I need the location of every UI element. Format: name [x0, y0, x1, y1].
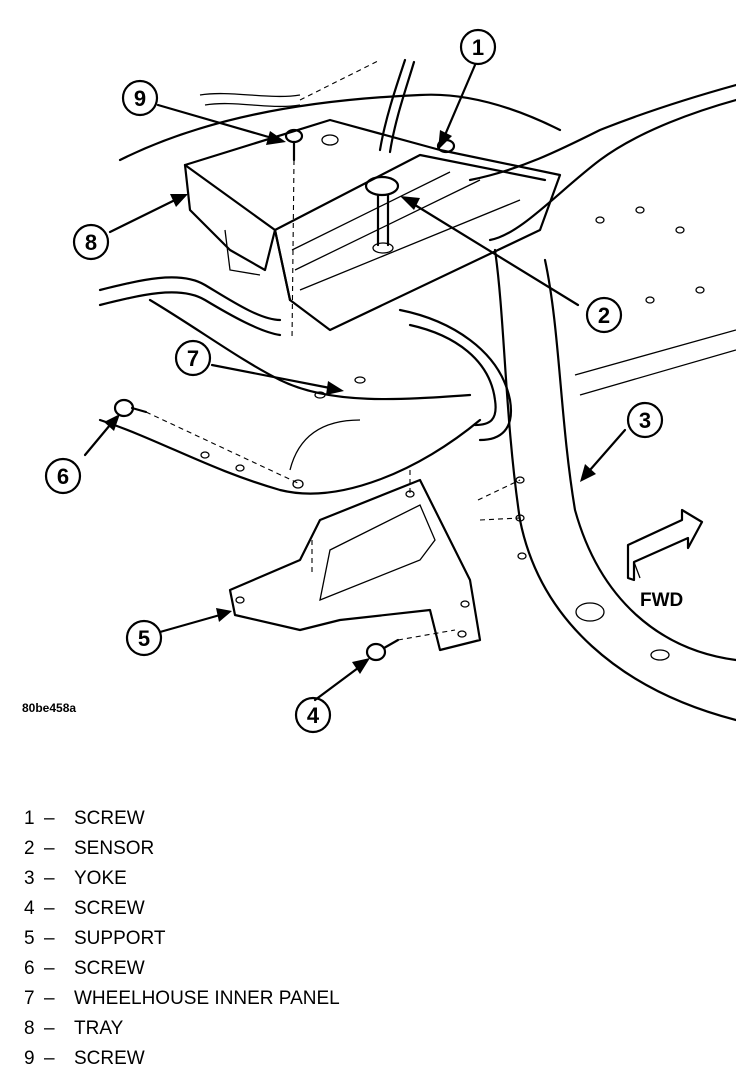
legend-number: 3 [24, 868, 35, 889]
legend-label: TRAY [74, 1018, 124, 1039]
legend-item: 7–WHEELHOUSE INNER PANEL [24, 984, 340, 1014]
callout-4: 4 [294, 696, 332, 734]
exploded-view-illustration: 1 2 3 4 5 6 7 8 9 FWD 80be458a [22, 28, 736, 734]
legend-item: 2–SENSOR [24, 834, 340, 864]
callout-6: 6 [44, 457, 82, 495]
svg-text:1: 1 [472, 35, 484, 60]
svg-text:8: 8 [85, 230, 97, 255]
callout-5: 5 [125, 619, 163, 657]
svg-text:9: 9 [134, 86, 146, 111]
yoke-frame-rail [468, 83, 736, 722]
fwd-arrow-icon [626, 508, 704, 582]
tray [183, 118, 562, 332]
legend-item: 1–SCREW [24, 804, 340, 834]
legend-number: 8 [24, 1018, 35, 1039]
sensor [364, 175, 400, 254]
legend-item: 5–SUPPORT [24, 924, 340, 954]
screw-9-part [284, 128, 304, 162]
svg-text:5: 5 [138, 626, 150, 651]
svg-text:2: 2 [598, 303, 610, 328]
wiring-harness [98, 58, 513, 442]
legend-number: 2 [24, 838, 35, 859]
callout-3: 3 [626, 401, 664, 439]
screw-6-part [113, 398, 148, 418]
legend-label: SCREW [74, 898, 145, 919]
svg-text:6: 6 [57, 464, 69, 489]
legend-label: SCREW [74, 808, 145, 829]
legend-dash: – [44, 1018, 55, 1039]
callout-9: 9 [121, 79, 159, 117]
legend-dash: – [44, 898, 55, 919]
legend-label: SCREW [74, 1048, 145, 1069]
legend-label: WHEELHOUSE INNER PANEL [74, 988, 340, 1009]
legend-item: 4–SCREW [24, 894, 340, 924]
figure-code: 80be458a [22, 701, 76, 715]
legend-label: SCREW [74, 958, 145, 979]
svg-text:4: 4 [307, 703, 320, 728]
legend-item: 9–SCREW [24, 1044, 340, 1074]
legend-dash: – [44, 1048, 55, 1069]
legend-label: SUPPORT [74, 928, 166, 949]
legend-label: SENSOR [74, 838, 155, 859]
legend-dash: – [44, 808, 55, 829]
callout-8: 8 [72, 223, 110, 261]
legend-item: 3–YOKE [24, 864, 340, 894]
legend-item: 6–SCREW [24, 954, 340, 984]
svg-text:3: 3 [639, 408, 651, 433]
legend-dash: – [44, 988, 55, 1009]
legend-number: 6 [24, 958, 35, 979]
screw-4-part [365, 638, 400, 662]
direction-label: FWD [640, 590, 683, 611]
callout-arrows [83, 63, 627, 702]
legend-dash: – [44, 868, 55, 889]
svg-text:7: 7 [187, 346, 199, 371]
legend-number: 1 [24, 808, 35, 829]
legend-dash: – [44, 928, 55, 949]
callout-1: 1 [459, 28, 497, 66]
legend-label: YOKE [74, 868, 127, 889]
legend-number: 9 [24, 1048, 35, 1069]
legend-number: 4 [24, 898, 35, 919]
alignment-lines [145, 59, 521, 641]
legend-number: 7 [24, 988, 35, 1009]
callout-7: 7 [174, 339, 212, 377]
legend-dash: – [44, 958, 55, 979]
legend-dash: – [44, 838, 55, 859]
wheelhouse-inner-panel [98, 93, 562, 495]
legend-number: 5 [24, 928, 35, 949]
support-bracket [228, 478, 482, 652]
callout-2: 2 [585, 296, 623, 334]
parts-legend: 1–SCREW 2–SENSOR 3–YOKE 4–SCREW 5–SUPPOR… [24, 804, 340, 1074]
legend-item: 8–TRAY [24, 1014, 340, 1044]
